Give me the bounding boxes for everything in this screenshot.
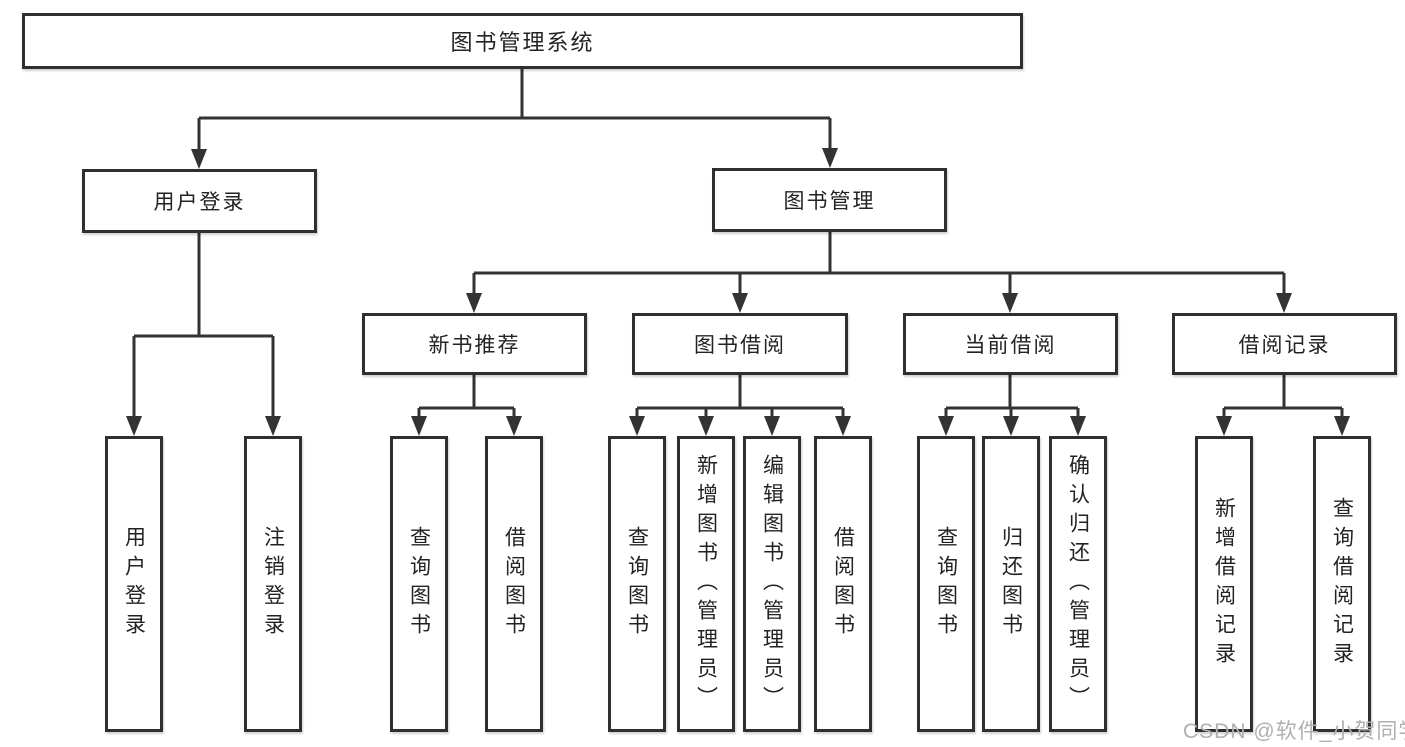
node-book-borrow: 图书借阅 xyxy=(632,313,848,375)
connector-borrow-records-to-leaves xyxy=(1216,375,1350,436)
leaf-return-book-label: 归还图书 xyxy=(999,526,1023,642)
leaf-edit-book-admin-label: 编辑图书（管理员） xyxy=(760,453,784,715)
leaf-query-books-recommend: 查询图书 xyxy=(390,436,448,732)
leaf-query-books-recommend-label: 查询图书 xyxy=(407,526,431,642)
watermark-text: CSDN @软件_小贺同学 xyxy=(1183,720,1405,743)
leaf-borrow-books-borrow-label: 借阅图书 xyxy=(831,526,855,642)
connector-user-login-to-leaves xyxy=(126,233,281,436)
leaf-borrow-books-recommend: 借阅图书 xyxy=(485,436,543,732)
node-user-login: 用户登录 xyxy=(82,169,317,233)
node-borrow-records: 借阅记录 xyxy=(1172,313,1397,375)
leaf-logout-label: 注销登录 xyxy=(261,526,285,642)
node-book-management: 图书管理 xyxy=(712,168,947,232)
leaf-add-book-admin: 新增图书（管理员） xyxy=(677,436,735,732)
leaf-query-books-current: 查询图书 xyxy=(917,436,975,732)
leaf-borrow-books-recommend-label: 借阅图书 xyxy=(502,526,526,642)
node-book-borrow-label: 图书借阅 xyxy=(694,334,786,357)
leaf-query-books-borrow-label: 查询图书 xyxy=(625,526,649,642)
connector-new-book-recommend-to-leaves xyxy=(411,375,522,436)
leaf-add-book-admin-label: 新增图书（管理员） xyxy=(694,453,718,715)
leaf-query-books-current-label: 查询图书 xyxy=(934,526,958,642)
node-current-borrow: 当前借阅 xyxy=(903,313,1118,375)
node-library-system-label: 图书管理系统 xyxy=(450,30,595,55)
node-user-login-label: 用户登录 xyxy=(153,191,246,214)
connector-root-to-level2 xyxy=(191,69,838,169)
leaf-borrow-books-borrow: 借阅图书 xyxy=(814,436,872,732)
leaf-user-login-label: 用户登录 xyxy=(122,526,146,642)
leaf-query-books-borrow: 查询图书 xyxy=(608,436,666,732)
leaf-confirm-return-admin: 确认归还（管理员） xyxy=(1049,436,1107,732)
node-book-management-label: 图书管理 xyxy=(783,190,876,213)
node-new-book-recommend-label: 新书推荐 xyxy=(428,334,521,357)
leaf-add-borrow-record-label: 新增借阅记录 xyxy=(1212,497,1236,671)
leaf-add-borrow-record: 新增借阅记录 xyxy=(1195,436,1253,732)
node-borrow-records-label: 借阅记录 xyxy=(1238,334,1331,357)
leaf-return-book: 归还图书 xyxy=(982,436,1040,732)
connector-book-borrow-to-leaves xyxy=(629,375,851,436)
leaf-logout: 注销登录 xyxy=(244,436,302,732)
connector-current-borrow-to-leaves xyxy=(938,375,1086,436)
leaf-query-borrow-record-label: 查询借阅记录 xyxy=(1330,497,1354,671)
leaf-user-login: 用户登录 xyxy=(105,436,163,732)
node-new-book-recommend: 新书推荐 xyxy=(362,313,587,375)
node-library-system: 图书管理系统 xyxy=(22,13,1023,69)
leaf-edit-book-admin: 编辑图书（管理员） xyxy=(743,436,801,732)
node-current-borrow-label: 当前借阅 xyxy=(964,334,1057,357)
leaf-query-borrow-record: 查询借阅记录 xyxy=(1313,436,1371,732)
leaf-confirm-return-admin-label: 确认归还（管理员） xyxy=(1066,453,1090,715)
connector-book-management-to-level3 xyxy=(466,232,1292,313)
